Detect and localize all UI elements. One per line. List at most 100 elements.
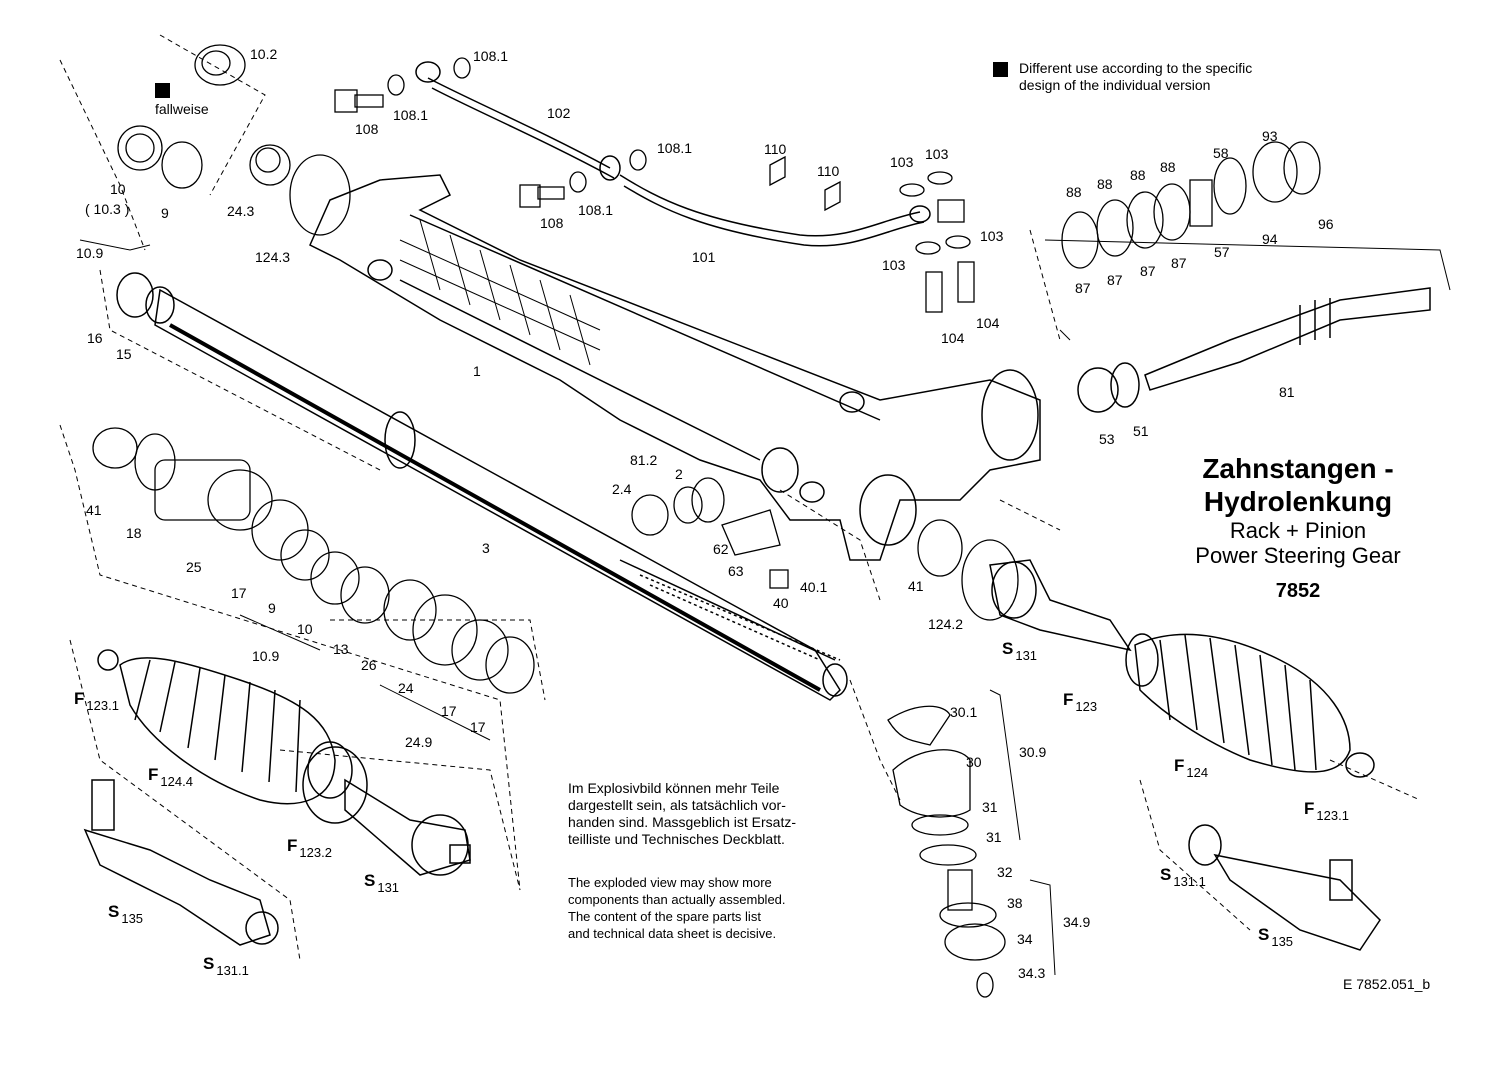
callout-124-2: 124.2 bbox=[928, 616, 964, 632]
pinion-side-parts bbox=[631, 477, 1019, 621]
callout-51: 51 bbox=[1133, 423, 1149, 439]
callout-81: 81 bbox=[1279, 384, 1295, 400]
callout-24-3: 24.3 bbox=[227, 203, 255, 219]
callout-subscript: 131.1 bbox=[1173, 874, 1206, 889]
fallweise-label: fallweise bbox=[155, 101, 209, 117]
note-german-line: Im Explosivbild können mehr Teile bbox=[568, 780, 780, 796]
callout-subscript: 131 bbox=[1015, 648, 1038, 663]
callout-subscript: 124.4 bbox=[160, 774, 193, 789]
callout-108: 108 bbox=[540, 215, 564, 231]
note-german-line: handen sind. Massgeblich ist Ersatz- bbox=[568, 814, 796, 830]
callout-subscript: 123 bbox=[1075, 699, 1098, 714]
callout-88: 88 bbox=[1066, 184, 1082, 200]
steering-housing bbox=[309, 174, 1041, 561]
callout-18: 18 bbox=[126, 525, 142, 541]
callout-26: 26 bbox=[361, 657, 377, 673]
callout-10: 10 bbox=[297, 621, 313, 637]
seal-rings-top-left bbox=[117, 44, 351, 236]
callout-108-1: 108.1 bbox=[657, 140, 693, 156]
callout-15: 15 bbox=[116, 346, 132, 362]
callout-87: 87 bbox=[1171, 255, 1187, 271]
callout-17: 17 bbox=[231, 585, 247, 601]
title-english-line1: Rack + Pinion bbox=[1229, 518, 1367, 543]
fallweise-square bbox=[155, 83, 170, 98]
note-english-line: The exploded view may show more bbox=[568, 875, 772, 890]
callout-subscript: 123.2 bbox=[299, 845, 332, 860]
callout-letter: S bbox=[1258, 925, 1270, 944]
hydraulic-pipes bbox=[415, 61, 931, 247]
callout-40-1: 40.1 bbox=[800, 579, 828, 595]
callout-1: 1 bbox=[473, 363, 481, 379]
callout-88: 88 bbox=[1130, 167, 1146, 183]
pinion-seals bbox=[1061, 141, 1321, 269]
callout-103: 103 bbox=[980, 228, 1004, 244]
tie-rod-end-right bbox=[1188, 824, 1381, 951]
callout-10-3: ( 10.3 ) bbox=[85, 201, 130, 217]
callout-87: 87 bbox=[1075, 280, 1091, 296]
callout-letter: F bbox=[1063, 690, 1074, 709]
note-german-line: dargestellt sein, als tatsächlich vor- bbox=[568, 797, 786, 813]
callout-101: 101 bbox=[692, 249, 716, 265]
callout-88: 88 bbox=[1097, 176, 1113, 192]
callout-10: 10 bbox=[110, 181, 126, 197]
title-german-line1: Zahnstangen - bbox=[1202, 453, 1394, 484]
note-english: The exploded view may show more componen… bbox=[568, 874, 786, 942]
tie-rod-left bbox=[344, 778, 471, 876]
callout-10-9: 10.9 bbox=[252, 648, 280, 664]
callout-103: 103 bbox=[925, 146, 949, 162]
callout-104: 104 bbox=[941, 330, 965, 346]
callout-41: 41 bbox=[908, 578, 924, 594]
note-english-line: and technical data sheet is decisive. bbox=[568, 926, 777, 941]
callout-110: 110 bbox=[817, 163, 840, 179]
title-block: Zahnstangen - Hydrolenkung Rack + Pinion… bbox=[1170, 452, 1426, 603]
callout-88: 88 bbox=[1160, 159, 1176, 175]
callout-93: 93 bbox=[1262, 128, 1278, 144]
callout-58: 58 bbox=[1213, 145, 1229, 161]
callout-108-1: 108.1 bbox=[473, 48, 509, 64]
tie-rod-right bbox=[989, 559, 1132, 652]
title-english-line2: Power Steering Gear bbox=[1195, 543, 1401, 568]
callout-32: 32 bbox=[997, 864, 1013, 880]
rack-tube bbox=[116, 272, 848, 701]
callout-34-9: 34.9 bbox=[1063, 914, 1091, 930]
bellows-right bbox=[1125, 633, 1375, 778]
callout-2: 2 bbox=[675, 466, 683, 482]
callout-31: 31 bbox=[986, 829, 1002, 845]
callout-87: 87 bbox=[1140, 263, 1156, 279]
callout-41: 41 bbox=[86, 502, 102, 518]
note-english-line: components than actually assembled. bbox=[568, 892, 786, 907]
callout-81-2: 81.2 bbox=[630, 452, 658, 468]
guide-lines bbox=[59, 34, 1421, 961]
callout-letter: F bbox=[1174, 756, 1185, 775]
callout-10-2: 10.2 bbox=[250, 46, 278, 62]
callout-17: 17 bbox=[441, 703, 457, 719]
callout-34-3: 34.3 bbox=[1018, 965, 1046, 981]
callout-brackets bbox=[79, 239, 1451, 976]
callout-108: 108 bbox=[355, 121, 379, 137]
callout-25: 25 bbox=[186, 559, 202, 575]
callout-38: 38 bbox=[1007, 895, 1023, 911]
callout-24-9: 24.9 bbox=[405, 734, 433, 750]
callout-62: 62 bbox=[713, 541, 729, 557]
callout-3: 3 bbox=[482, 540, 490, 556]
callout-subscript: 123.1 bbox=[1316, 808, 1349, 823]
banjo-bolts bbox=[334, 57, 975, 313]
pinion-shaft bbox=[1077, 287, 1431, 413]
note-german-line: teilliste und Technisches Deckblatt. bbox=[568, 831, 785, 847]
model-number: 7852 bbox=[1275, 580, 1321, 602]
callout-103: 103 bbox=[890, 154, 914, 170]
callout-subscript: 123.1 bbox=[86, 698, 119, 713]
callout-subscript: 124 bbox=[1186, 765, 1209, 780]
fallweise-marker: fallweise bbox=[155, 83, 209, 117]
note-english-line: The content of the spare parts list bbox=[568, 909, 761, 924]
